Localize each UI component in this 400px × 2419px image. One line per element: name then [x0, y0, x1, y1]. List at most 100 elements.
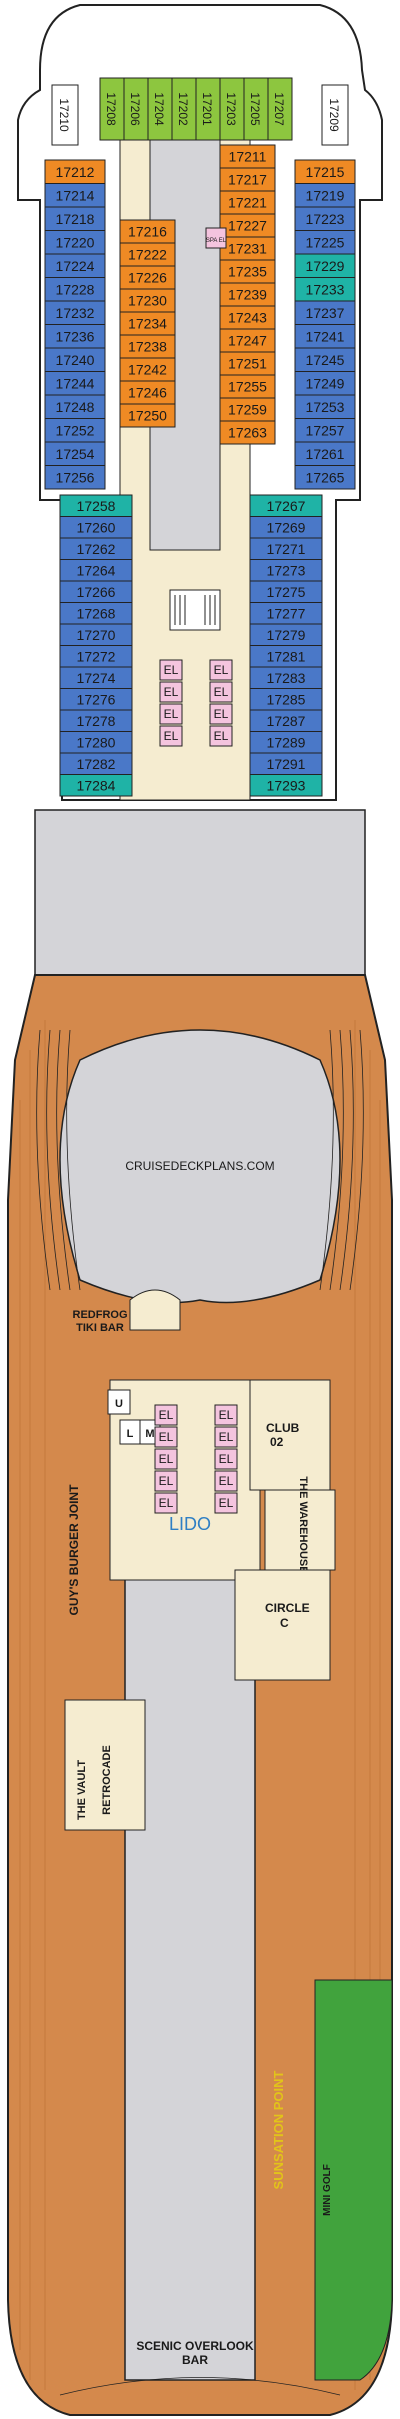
cabin-number: 17293 [267, 777, 306, 793]
cabin-17293[interactable] [249, 774, 323, 797]
cabin-17205[interactable] [243, 77, 269, 141]
elevator-label: EL [214, 707, 229, 721]
cabin-number: 17207 [272, 92, 286, 126]
elevator[interactable] [159, 725, 183, 747]
cabin-number: 17264 [77, 562, 116, 578]
svg-text:M: M [145, 1428, 154, 1440]
cabin-number: 17248 [56, 399, 95, 415]
midship-block [34, 809, 366, 981]
elevator[interactable] [154, 1426, 178, 1448]
redfrog-label: REDFROG [73, 1309, 128, 1321]
cabin-number: 17205 [248, 92, 262, 126]
cabin-number: 17244 [56, 375, 95, 391]
cabin-number: 17270 [77, 627, 116, 643]
tiki-bar-label: TIKI BAR [76, 1322, 124, 1334]
lido-deck: CRUISEDECKPLANS.COM REDFROG TIKI BAR U L… [7, 974, 393, 2416]
cabin-number: 17273 [267, 562, 306, 578]
club-02[interactable] [249, 1379, 331, 1491]
elevator[interactable] [159, 659, 183, 681]
cabin-17208[interactable] [99, 77, 125, 141]
elevator[interactable] [214, 1492, 238, 1514]
cabin-17250[interactable] [119, 403, 176, 428]
cabin-17206[interactable] [123, 77, 149, 141]
cabin-number: 17251 [228, 356, 267, 372]
svg-text:L: L [127, 1428, 134, 1440]
cabin-number: 17232 [56, 305, 95, 321]
vault-label: THE VAULT [76, 1760, 88, 1820]
elevator-label: EL [159, 1452, 174, 1466]
elevator-label: EL [214, 663, 229, 677]
svg-text:CLUB: CLUB [266, 1421, 300, 1435]
cabin-number: 17261 [306, 446, 345, 462]
cabin-17209[interactable] [321, 84, 349, 146]
elevator[interactable] [214, 1404, 238, 1426]
cabin-number: 17272 [77, 648, 116, 664]
elevator[interactable] [154, 1470, 178, 1492]
cabin-number: 17266 [77, 584, 116, 600]
seating-right [319, 1029, 364, 1291]
cabin-number: 17224 [56, 258, 95, 274]
cabin-number: 17234 [128, 316, 167, 332]
elevator-label: EL [159, 1408, 174, 1422]
spa-elevator[interactable] [205, 227, 227, 249]
cabin-number: 17216 [128, 224, 167, 240]
elevator[interactable] [209, 659, 233, 681]
cabin-number: 17227 [228, 218, 267, 234]
elevator[interactable] [154, 1448, 178, 1470]
u-box [107, 1389, 131, 1415]
cabin-number: 17218 [56, 211, 95, 227]
cabin-number: 17235 [228, 264, 267, 280]
cabin-number: 17204 [152, 92, 166, 126]
cabin-number: 17291 [267, 756, 306, 772]
elevator[interactable] [159, 703, 183, 725]
elevator[interactable] [159, 681, 183, 703]
cabin-17210[interactable] [51, 84, 79, 146]
cabin-number: 17259 [228, 402, 267, 418]
guys-burger-joint: GUY'S BURGER JOINT [67, 1484, 81, 1616]
cabin-number: 17220 [56, 234, 95, 250]
cabin-number: 17263 [228, 425, 267, 441]
cabin-17265[interactable] [294, 465, 356, 490]
elevator[interactable] [154, 1404, 178, 1426]
cabin-number: 17212 [56, 164, 95, 180]
the-warehouse[interactable] [264, 1489, 336, 1571]
elevator[interactable] [209, 681, 233, 703]
cabin-number: 17203 [224, 92, 238, 126]
svg-text:C: C [280, 1616, 289, 1630]
retrocade[interactable] [64, 1699, 146, 1831]
cabin-number: 17257 [306, 422, 345, 438]
cabin-17284[interactable] [59, 774, 133, 797]
cabin-number: 17240 [56, 352, 95, 368]
mini-golf-course[interactable] [314, 1979, 393, 2381]
cabin-number: 17246 [128, 385, 167, 401]
cabin-number: 17260 [77, 519, 116, 535]
elevator[interactable] [214, 1448, 238, 1470]
cabin-17263[interactable] [219, 420, 276, 445]
mini-golf-label: MINI GOLF [322, 2164, 333, 2216]
elevator[interactable] [214, 1426, 238, 1448]
cabin-number: 17221 [228, 195, 267, 211]
spa-elevator-label: SPA EL [206, 238, 227, 244]
redfrog-bar[interactable] [129, 1289, 181, 1331]
elevator[interactable] [214, 1470, 238, 1492]
elevator[interactable] [209, 703, 233, 725]
cabin-17204[interactable] [147, 77, 173, 141]
cabin-number: 17222 [128, 247, 167, 263]
elevator-label: EL [164, 729, 179, 743]
cabin-17256[interactable] [44, 465, 106, 490]
elevator[interactable] [209, 725, 233, 747]
cabin-number: 17265 [306, 469, 345, 485]
elevator[interactable] [154, 1492, 178, 1514]
cabin-number: 17211 [229, 149, 267, 165]
cabin-number: 17230 [128, 293, 167, 309]
cabin-17207[interactable] [267, 77, 293, 141]
cabin-number: 17214 [56, 187, 95, 203]
cabin-17202[interactable] [171, 77, 197, 141]
cabin-number: 17253 [306, 399, 345, 415]
cabin-number: 17277 [267, 605, 306, 621]
circle-c[interactable] [234, 1569, 331, 1681]
elevator-label: EL [159, 1430, 174, 1444]
elevator-label: EL [214, 729, 229, 743]
cabin-number: 17201 [200, 92, 214, 126]
